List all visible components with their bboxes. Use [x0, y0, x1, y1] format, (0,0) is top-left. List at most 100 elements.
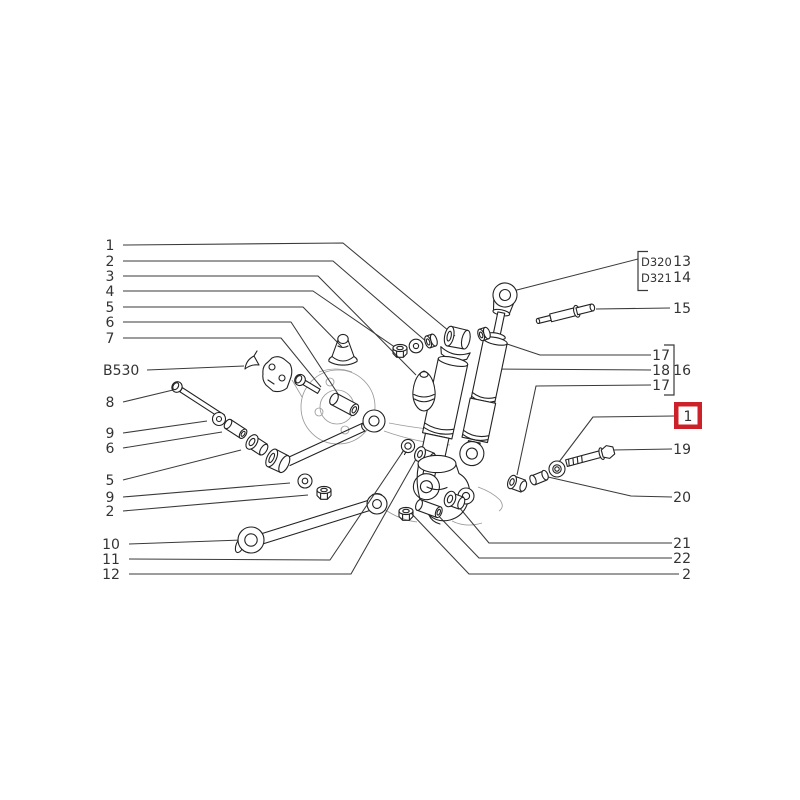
leader-3: [123, 275, 417, 376]
callout-7: 7: [106, 331, 115, 347]
drum-sketch-arc: [318, 368, 353, 373]
part-spacer-tube-6: [223, 418, 248, 440]
part-spacer-tube-upper: [329, 392, 360, 417]
callout-1: 1: [106, 238, 115, 254]
leader-5: [123, 306, 343, 348]
callout-6: 6: [106, 315, 115, 331]
part-shock-absorber-right: [459, 282, 518, 467]
callout-14: 14: [673, 270, 691, 286]
callout-16: 16: [673, 363, 691, 379]
callout-labels: 1 2 3 4 5 6 7 B530 8 9 6 5 9 2 10 11 12 …: [102, 238, 691, 583]
variant-code-d320: D320: [641, 255, 672, 269]
parts-group: [171, 282, 616, 554]
casting-sketch: [451, 520, 483, 526]
part-bump-stop: [412, 370, 436, 412]
leader-b530: [146, 365, 245, 371]
part-stud-pin: [535, 303, 596, 325]
leader-17a: [488, 337, 651, 356]
callout-21: 21: [673, 536, 691, 552]
variant-code-d321: D321: [641, 271, 672, 285]
part-clamp-mount: [328, 333, 358, 366]
callout-17a: 17: [652, 348, 670, 364]
leader-2r: [409, 511, 679, 575]
leader-17b: [516, 384, 652, 476]
leader-12: [129, 458, 417, 575]
part-nut-2c: [398, 506, 414, 521]
leader-22: [429, 506, 672, 559]
leader-selected-1: [558, 415, 675, 463]
part-circlip: [400, 438, 416, 456]
selected-callout-number[interactable]: 1: [684, 409, 693, 425]
drum-hole: [314, 407, 324, 417]
callout-13: 13: [673, 254, 691, 270]
leader-11: [128, 449, 405, 561]
part-spacer-tube-21: [415, 499, 443, 519]
leader-8: [122, 389, 174, 403]
part-upper-arm: [287, 409, 386, 467]
part-washer-9b: [297, 473, 313, 489]
leader-4: [123, 290, 400, 351]
part-bolt-short: [294, 373, 321, 394]
leader-13-14: [512, 258, 639, 292]
leader-6b: [122, 431, 223, 449]
part-bushing-21: [443, 490, 466, 510]
part-nut-2b: [316, 485, 332, 500]
callout-5: 5: [106, 300, 115, 316]
flag-pointer: [244, 350, 260, 370]
part-lower-rod: [234, 492, 388, 554]
callout-9: 9: [106, 426, 115, 442]
leader-19: [611, 448, 673, 451]
callout-10: 10: [102, 537, 120, 553]
part-washer-20: [548, 460, 566, 478]
callout-18: 18: [652, 363, 670, 379]
callout-22: 22: [673, 551, 691, 567]
part-nut-top: [392, 343, 408, 358]
callout-3: 3: [106, 269, 115, 285]
bracket-d-codes: [637, 250, 648, 292]
shock-top-bushing: [460, 329, 471, 350]
part-bolt-19: [565, 445, 616, 467]
bracket-group-16: [664, 344, 675, 396]
callout-6b: 6: [106, 441, 115, 457]
callout-20: 20: [673, 490, 691, 506]
overlay-leader-lines: [128, 384, 675, 575]
callout-5b: 5: [106, 473, 115, 489]
callout-2r: 2: [682, 567, 691, 583]
leader-18: [483, 368, 652, 371]
leader-15: [595, 307, 671, 310]
selected-callout-fill: [678, 406, 698, 425]
callout-4: 4: [106, 284, 115, 300]
drum-hole: [325, 377, 335, 387]
callout-2b: 2: [106, 504, 115, 520]
part-knuckle-bracket: [262, 356, 293, 393]
leader-6: [123, 321, 341, 398]
leader-2b: [122, 494, 309, 512]
callout-15: 15: [673, 301, 691, 317]
leader-20: [547, 476, 673, 498]
ref-code-b530: B530: [103, 363, 139, 379]
leader-5b: [122, 449, 242, 481]
part-bushing-ring-17: [477, 326, 491, 342]
subframe-sketch: [388, 422, 429, 430]
part-washer-top: [408, 338, 424, 354]
part-spacer-tube-20: [529, 469, 549, 486]
leader-2: [123, 260, 429, 344]
callout-12: 12: [102, 567, 120, 583]
casting-sketch: [477, 486, 503, 512]
leader-9: [122, 420, 208, 434]
leader-21: [452, 499, 672, 544]
knuckle-sketch: [291, 379, 303, 398]
callout-2: 2: [106, 254, 115, 270]
part-arm-bushing: [265, 448, 291, 474]
part-ring-spacer: [424, 333, 438, 349]
leader-7: [123, 337, 322, 388]
leader-9b: [122, 482, 291, 498]
callout-17b: 17: [652, 378, 670, 394]
part-bushing-shock-lower: [506, 474, 528, 493]
leader-lines: [122, 242, 679, 575]
part-washer-9a: [211, 411, 227, 427]
leader-10: [128, 539, 243, 545]
selected-callout-box[interactable]: 1: [674, 402, 702, 429]
